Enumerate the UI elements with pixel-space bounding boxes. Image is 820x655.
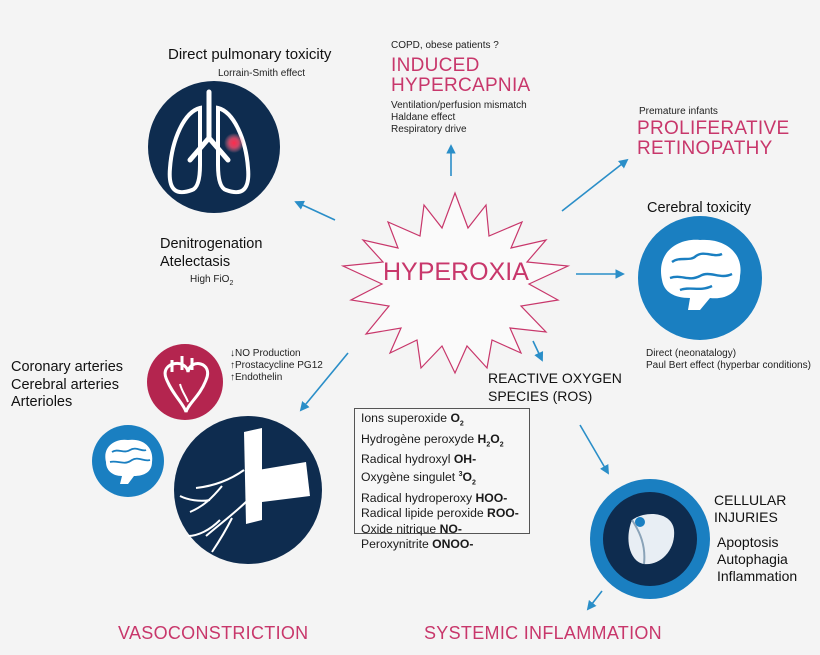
high-fio2-label: High FiO2 (190, 274, 233, 288)
high-fio2-base: High FiO (190, 274, 230, 285)
heart-icon (147, 344, 223, 420)
vaso-effect: ↓NO Production (230, 348, 301, 359)
arrow-to-ros (532, 340, 544, 362)
hypercapnia-detail: Respiratory drive (391, 124, 467, 135)
ros-item: Ions superoxide O2 (361, 411, 464, 428)
retinopathy-note: Premature infants (639, 106, 718, 117)
cellular-details: Apoptosis Autophagia Inflammation (717, 534, 797, 585)
hypercapnia-detail: Ventilation/perfusion mismatch (391, 100, 527, 111)
ros-item: Peroxynitrite ONOO- (361, 536, 474, 551)
arrow-to-retinopathy (561, 158, 629, 212)
atelectasis-label: Atelectasis (160, 254, 231, 270)
hypercapnia-title-1: INDUCED (391, 55, 480, 76)
cellular-detail: Inflammation (717, 568, 798, 584)
cellular-title-2: INJURIES (714, 509, 778, 525)
brain-icon-small (92, 425, 164, 497)
vaso-effect: ↑Prostacycline PG12 (230, 360, 323, 371)
arrow-to-pulmonary (294, 200, 336, 221)
cellular-detail: Apoptosis (717, 534, 779, 550)
denitrogenation-label: Denitrogenation (160, 236, 263, 252)
brain-icon-cerebral (638, 216, 762, 340)
cerebral-detail: Paul Bert effect (hyperbar conditions) (646, 360, 811, 371)
ros-title-2: SPECIES (ROS) (488, 388, 593, 404)
ros-item: Radical lipide peroxide ROO- (361, 506, 519, 521)
lungs-icon (148, 81, 280, 213)
cellular-detail: Autophagia (717, 551, 788, 567)
ros-title-1: REACTIVE OXYGEN (488, 370, 622, 386)
cerebral-detail: Direct (neonatalogy) (646, 348, 737, 359)
vaso-effect: ↑Endothelin (230, 372, 283, 383)
hyperoxia-burst (340, 191, 571, 375)
cerebral-details: Direct (neonatalogy) Paul Bert effect (h… (646, 348, 811, 372)
arrow-to-systemic (586, 590, 603, 611)
arrows (294, 144, 629, 611)
high-fio2-sub: 2 (229, 280, 234, 287)
cell-icon (590, 479, 710, 599)
ros-item: Radical hydroxyl OH- (361, 452, 477, 467)
ros-item: Hydrogène peroxyde H2O2 (361, 431, 504, 449)
vessel-label: Arterioles (11, 394, 73, 410)
systemic-inflammation-title: SYSTEMIC INFLAMMATION (424, 623, 662, 643)
pulmonary-subtitle: Lorrain-Smith effect (218, 68, 306, 79)
vessel-label: Coronary arteries (11, 359, 124, 375)
cerebral-title: Cerebral toxicity (647, 200, 751, 216)
ros-item: Oxygène singulet 3O2 (361, 470, 476, 487)
hyperoxia-label: HYPEROXIA (383, 258, 529, 286)
ros-item: Oxide nitrique NO- (361, 521, 462, 536)
hypercapnia-detail: Haldane effect (391, 112, 456, 123)
ros-list: Ions superoxide O2 Hydrogène peroxyde H2… (354, 408, 530, 551)
hypercapnia-details: Ventilation/perfusion mismatch Haldane e… (391, 100, 527, 136)
vessel-label: Cerebral arteries (11, 376, 119, 393)
vaso-effects: ↓NO Production ↑Prostacycline PG12 ↑Endo… (230, 348, 323, 384)
vasoconstriction-title: VASOCONSTRICTION (118, 623, 309, 643)
vessels-list: Coronary arteries Cerebral arteries Arte… (11, 359, 123, 412)
hypercapnia-note: COPD, obese patients ? (391, 40, 499, 51)
arrow-to-vaso (299, 352, 349, 412)
pulmonary-title: Direct pulmonary toxicity (168, 46, 332, 63)
cellular-title-1: CELLULAR (714, 492, 787, 508)
hypercapnia-title-2: HYPERCAPNIA (391, 75, 531, 96)
ros-item: Radical hydroperoxy HOO- (361, 491, 508, 506)
vessel-icon (174, 416, 322, 564)
retinopathy-title-1: PROLIFERATIVE (637, 118, 790, 139)
arrow-to-cellular (579, 424, 609, 475)
retinopathy-title-2: RETINOPATHY (637, 138, 773, 159)
